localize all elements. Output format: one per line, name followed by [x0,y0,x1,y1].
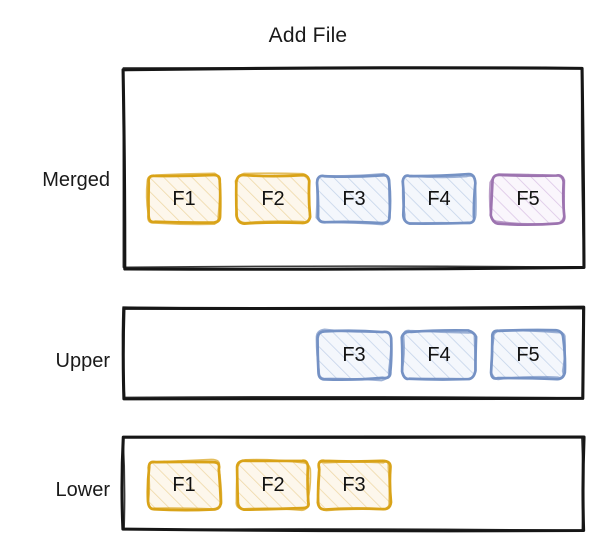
node-upper-f3[interactable] [315,328,393,382]
node-merged-f3-fill [318,175,391,223]
node-upper-f5-hatch [492,330,565,380]
node-merged-f5-label: F5 [516,188,540,210]
node-upper-f3-border [316,329,393,381]
node-lower-f2[interactable] [235,458,312,512]
node-merged-f5-border [489,173,566,227]
node-merged-f3-label: F3 [342,188,366,210]
node-lower-f3-hatch [317,460,391,510]
node-upper-f4-border [400,328,478,381]
row-label-merged: Merged [42,169,110,191]
node-upper-f4-fill [402,331,476,380]
node-merged-f2-label: F2 [261,188,285,210]
node-upper-f3-label: F3 [342,344,366,366]
node-merged-f1-border [147,173,222,224]
node-merged-f3[interactable] [315,172,392,226]
node-merged-f1-border2 [145,172,222,226]
node-upper-f3-border2 [315,328,393,382]
node-merged-f1-label: F1 [172,188,196,210]
node-merged-f5-fill [491,173,565,224]
node-lower-f1-border [146,460,223,512]
node-merged-f3-border [315,173,392,225]
node-merged-f4-hatch [402,175,476,224]
node-upper-f3-hatch [317,330,391,380]
node-lower-f1-border2 [147,458,223,510]
node-merged-f2-border [234,173,312,225]
row-container-upper [121,305,586,401]
node-merged-f3-border2 [315,172,391,226]
node-upper-f5-border2 [489,329,567,381]
node-upper-f5-border [489,328,567,381]
node-merged-f4-border2 [401,174,477,225]
node-upper-f5-label: F5 [516,344,540,366]
node-merged-f1-fill [147,175,220,224]
node-upper-f5-fill [492,330,565,380]
node-lower-f1-fill [147,460,221,509]
row-label-lower: Lower [55,479,110,501]
node-merged-f3-hatch [318,175,391,223]
node-lower-f3-fill [317,460,391,510]
node-merged-f1[interactable] [145,172,222,226]
node-merged-f4-fill [402,175,476,224]
node-merged-f2-fill [236,174,309,224]
node-merged-f4-label: F4 [427,188,451,210]
node-upper-f4-hatch [402,331,476,380]
node-merged-f5[interactable] [488,173,566,227]
node-lower-f2-border2 [235,458,312,512]
node-lower-f2-border [235,459,310,511]
node-merged-f1-hatch [147,175,220,224]
node-merged-f2-hatch [236,174,309,224]
node-lower-f1[interactable] [146,458,223,512]
node-lower-f3-border [316,459,393,511]
node-lower-f1-hatch [147,460,221,509]
node-upper-f4-label: F4 [427,344,451,366]
row-container-outline-upper [121,306,584,399]
node-lower-f3-label: F3 [342,474,366,496]
node-lower-f3-border2 [316,460,391,512]
node-merged-f4-border [401,172,477,225]
diagram-title: Add File [268,24,348,47]
node-lower-f1-label: F1 [172,474,196,496]
row-container-lower [120,435,586,533]
row-container-merged [121,66,586,271]
node-upper-f4-border2 [401,329,477,381]
node-upper-f4[interactable] [400,328,478,381]
row-container-outline-merged [122,67,585,269]
node-upper-f3-fill [317,330,391,380]
row-container-outline-lower [122,436,584,532]
node-merged-f4[interactable] [401,172,477,225]
node-lower-f3[interactable] [316,459,393,512]
node-merged-f2[interactable] [234,172,312,225]
node-merged-f2-border2 [234,172,311,224]
node-upper-f5[interactable] [489,328,567,381]
node-lower-f2-hatch [236,461,310,510]
node-lower-f2-fill [236,461,310,510]
row-label-upper: Upper [55,350,110,372]
node-merged-f5-border2 [488,173,566,225]
node-lower-f2-label: F2 [261,474,285,496]
node-merged-f5-hatch [491,173,565,224]
